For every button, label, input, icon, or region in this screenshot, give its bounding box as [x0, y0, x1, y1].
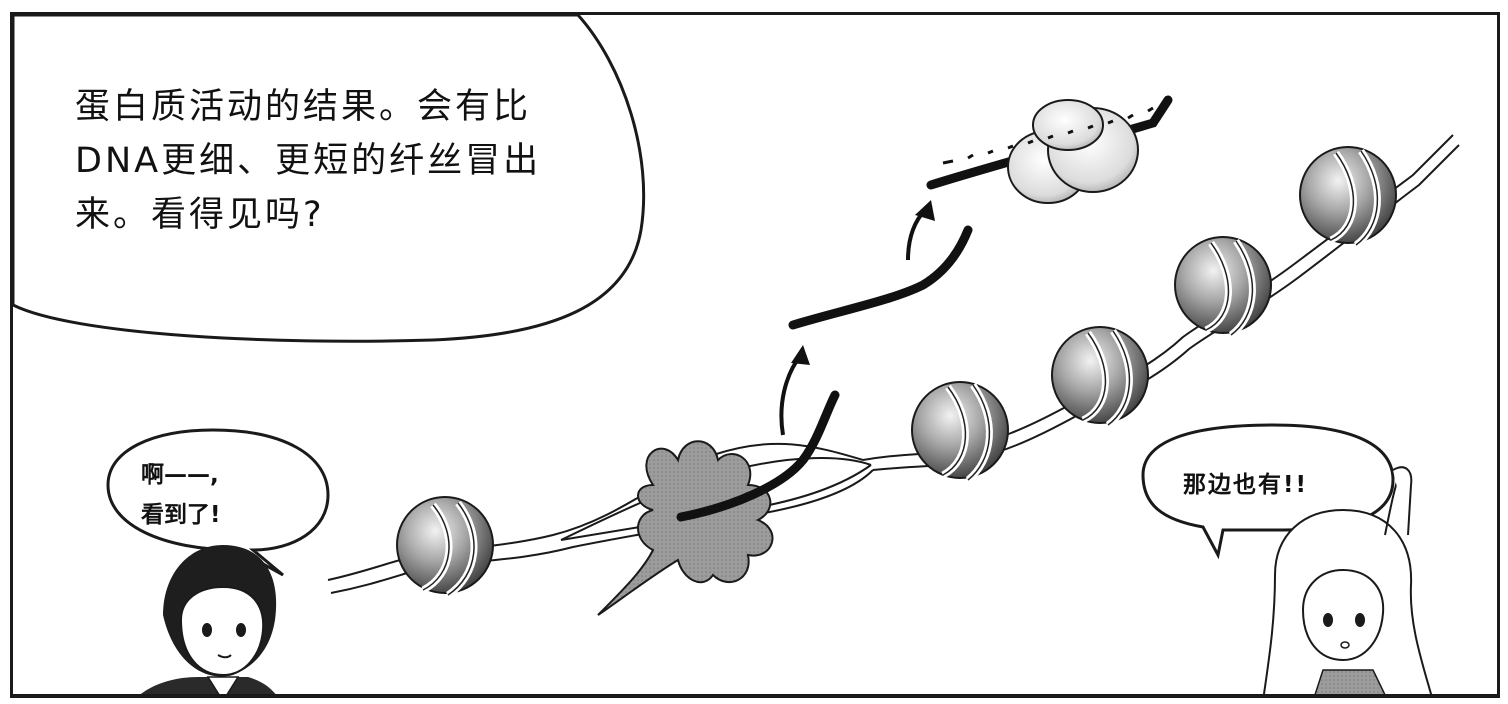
narration-bubble: [13, 15, 646, 343]
nucleosome: [1174, 236, 1272, 338]
boy-bubble-line-1: 啊——,: [141, 462, 219, 488]
nucleosomes: [396, 146, 1397, 598]
arrow-head-1: [791, 345, 810, 365]
comic-panel: 蛋白质活动的结果。会有比 DNA更细、更短的纤丝冒出来。看得见吗? 啊——, 看到了…: [10, 12, 1500, 698]
narration-text: 蛋白质活动的结果。会有比 DNA更细、更短的纤丝冒出来。看得见吗?: [75, 80, 541, 242]
boy-bubble-text: 啊——, 看到了!: [141, 455, 221, 535]
boy-speech-bubble: [106, 428, 330, 577]
boy-character: [141, 545, 277, 694]
ribosome: [942, 99, 1154, 204]
nucleosome: [396, 496, 494, 598]
girl-bubble-text: 那边也有!!: [1183, 472, 1308, 498]
boy-bubble-line-2: 看到了!: [141, 502, 221, 528]
narration-line-3: 来。看得见吗?: [75, 195, 325, 235]
arrow-head-2: [915, 200, 935, 221]
narration-line-2: DNA更细、更短的纤丝冒出: [75, 141, 542, 181]
nucleosome: [911, 381, 1009, 483]
nucleosome: [1299, 146, 1397, 248]
nucleosome: [1051, 326, 1149, 428]
narration-line-1: 蛋白质活动的结果。会有比: [75, 87, 532, 127]
illustration: [13, 15, 1460, 694]
girl-character: [1262, 466, 1433, 694]
polymerase-blob: [597, 440, 774, 616]
